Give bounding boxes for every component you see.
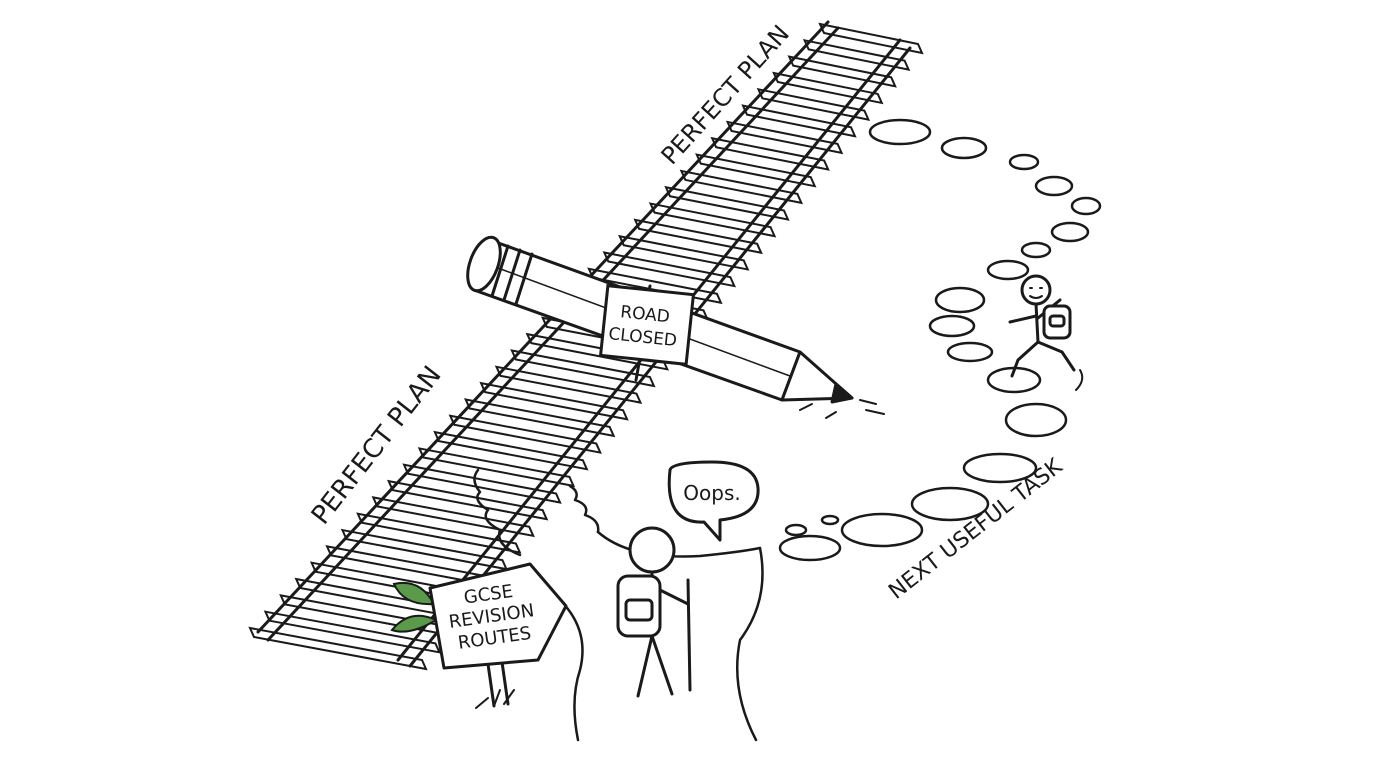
broken-ground bbox=[473, 468, 764, 742]
railway-track bbox=[248, 20, 924, 671]
stepping-stone bbox=[986, 259, 1030, 281]
stepping-stone bbox=[1070, 196, 1102, 216]
stepping-stone bbox=[934, 286, 986, 314]
stepping-stone bbox=[1034, 175, 1074, 197]
stepping-stone bbox=[1008, 153, 1040, 171]
gcse-signpost: GCSE REVISION ROUTES bbox=[390, 562, 568, 709]
track-tie bbox=[340, 528, 509, 571]
track-tie bbox=[263, 610, 442, 654]
stepping-stone bbox=[784, 523, 808, 537]
stepping-stone bbox=[940, 136, 988, 160]
stepping-stone bbox=[962, 452, 1038, 484]
stepping-stone bbox=[1020, 241, 1052, 259]
track-tie bbox=[248, 626, 428, 671]
stepping-stone bbox=[910, 486, 990, 522]
stepping-stones-path bbox=[778, 118, 1102, 562]
stepping-stone bbox=[778, 534, 842, 562]
stepping-stone bbox=[1004, 402, 1068, 438]
track-tie bbox=[356, 512, 522, 554]
stepping-stone bbox=[928, 314, 976, 338]
stepping-stone bbox=[946, 341, 994, 363]
road-closed-sign: ROAD CLOSED bbox=[598, 284, 696, 382]
speech-bubble-text: Oops. bbox=[683, 481, 740, 505]
stepping-stone bbox=[868, 118, 932, 146]
stepping-stone bbox=[1050, 221, 1090, 243]
stick-figure-hiker bbox=[616, 526, 692, 698]
stick-figure-runner bbox=[1008, 274, 1084, 391]
track-tie bbox=[386, 479, 549, 521]
stepping-stone bbox=[820, 514, 840, 526]
track-ties bbox=[248, 22, 924, 671]
speech-bubble: Oops. bbox=[667, 460, 760, 542]
leaf-icon bbox=[390, 582, 439, 633]
stepping-stone bbox=[840, 512, 924, 548]
